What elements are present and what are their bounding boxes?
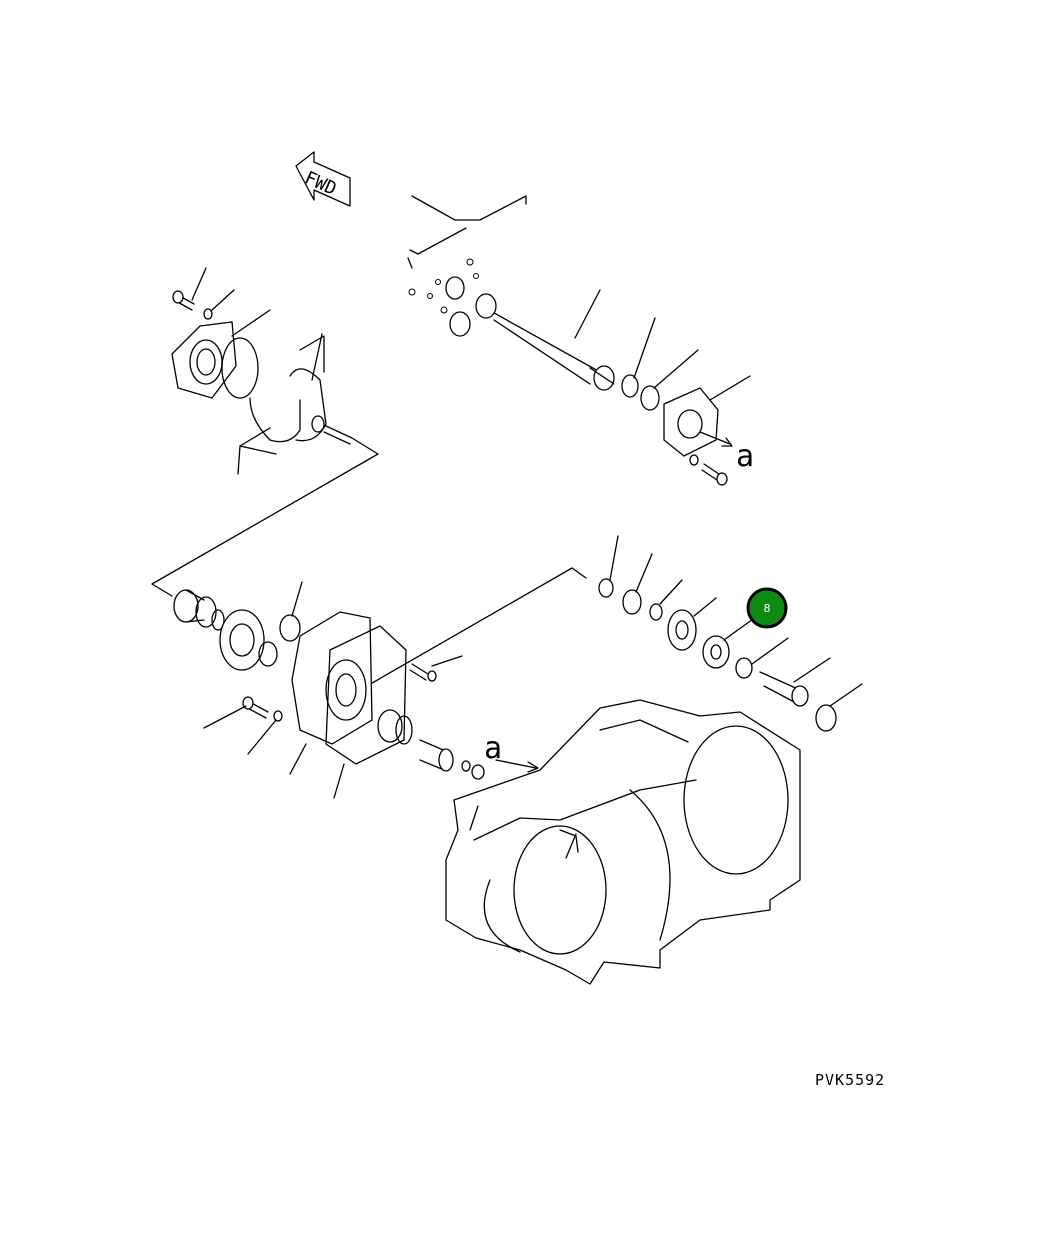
lower-right-parts [598,535,863,732]
part-8-hotspot[interactable]: 8 [746,587,788,629]
fwd-label: FWD [301,167,339,199]
callout-letter-bottom: a [484,731,502,766]
lower-left-assembly: a [173,581,539,799]
upper-shaft-assembly: a [407,195,754,486]
transmission-case [445,699,801,985]
hotspot-marker[interactable] [746,587,788,629]
hotspot-number[interactable]: 8 [764,602,771,615]
drawing-code: PVK5592 [815,1071,885,1089]
fwd-arrow-icon: FWD [295,151,351,207]
left-upper-assembly [171,267,353,475]
callout-letter-top: a [736,439,754,474]
leader-lines [151,437,587,691]
